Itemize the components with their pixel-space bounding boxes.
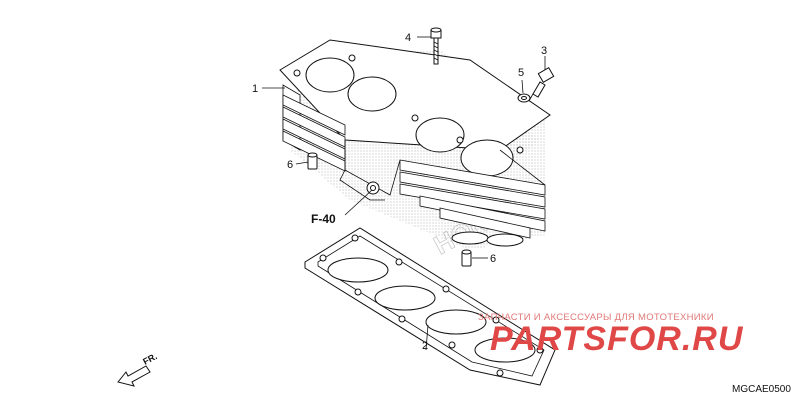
front-arrow-icon (117, 365, 151, 387)
cylinder-block (279, 39, 551, 250)
bolt-part-4 (430, 27, 442, 65)
callout-3: 3 (541, 45, 547, 57)
leader-lines (262, 36, 546, 351)
dowel-pin-lower (461, 249, 472, 267)
washer-part-5 (517, 93, 531, 103)
callout-2: 2 (422, 340, 428, 352)
temperature-sensor-part-3 (528, 66, 555, 102)
front-label: FR. (141, 351, 158, 367)
callout-1: 1 (252, 83, 258, 95)
dowel-pin-upper (307, 152, 318, 170)
callout-6-lower: 6 (490, 253, 496, 265)
callout-6-upper: 6 (287, 159, 293, 171)
callout-4: 4 (405, 32, 411, 44)
watermark-caption: ЗАПЧАСТИ И АКСЕССУАРЫ ДЛЯ МОТОТЕХНИКИ (478, 312, 714, 323)
front-direction-indicator: FR. (117, 351, 159, 387)
cylinder-gasket-part-2 (304, 227, 556, 386)
reference-label: F-40 (311, 212, 336, 226)
diagram-code: MGCAE0500 (732, 384, 791, 395)
callout-5: 5 (518, 67, 524, 79)
watermark-brand: PARTSFOR.RU (490, 320, 744, 358)
